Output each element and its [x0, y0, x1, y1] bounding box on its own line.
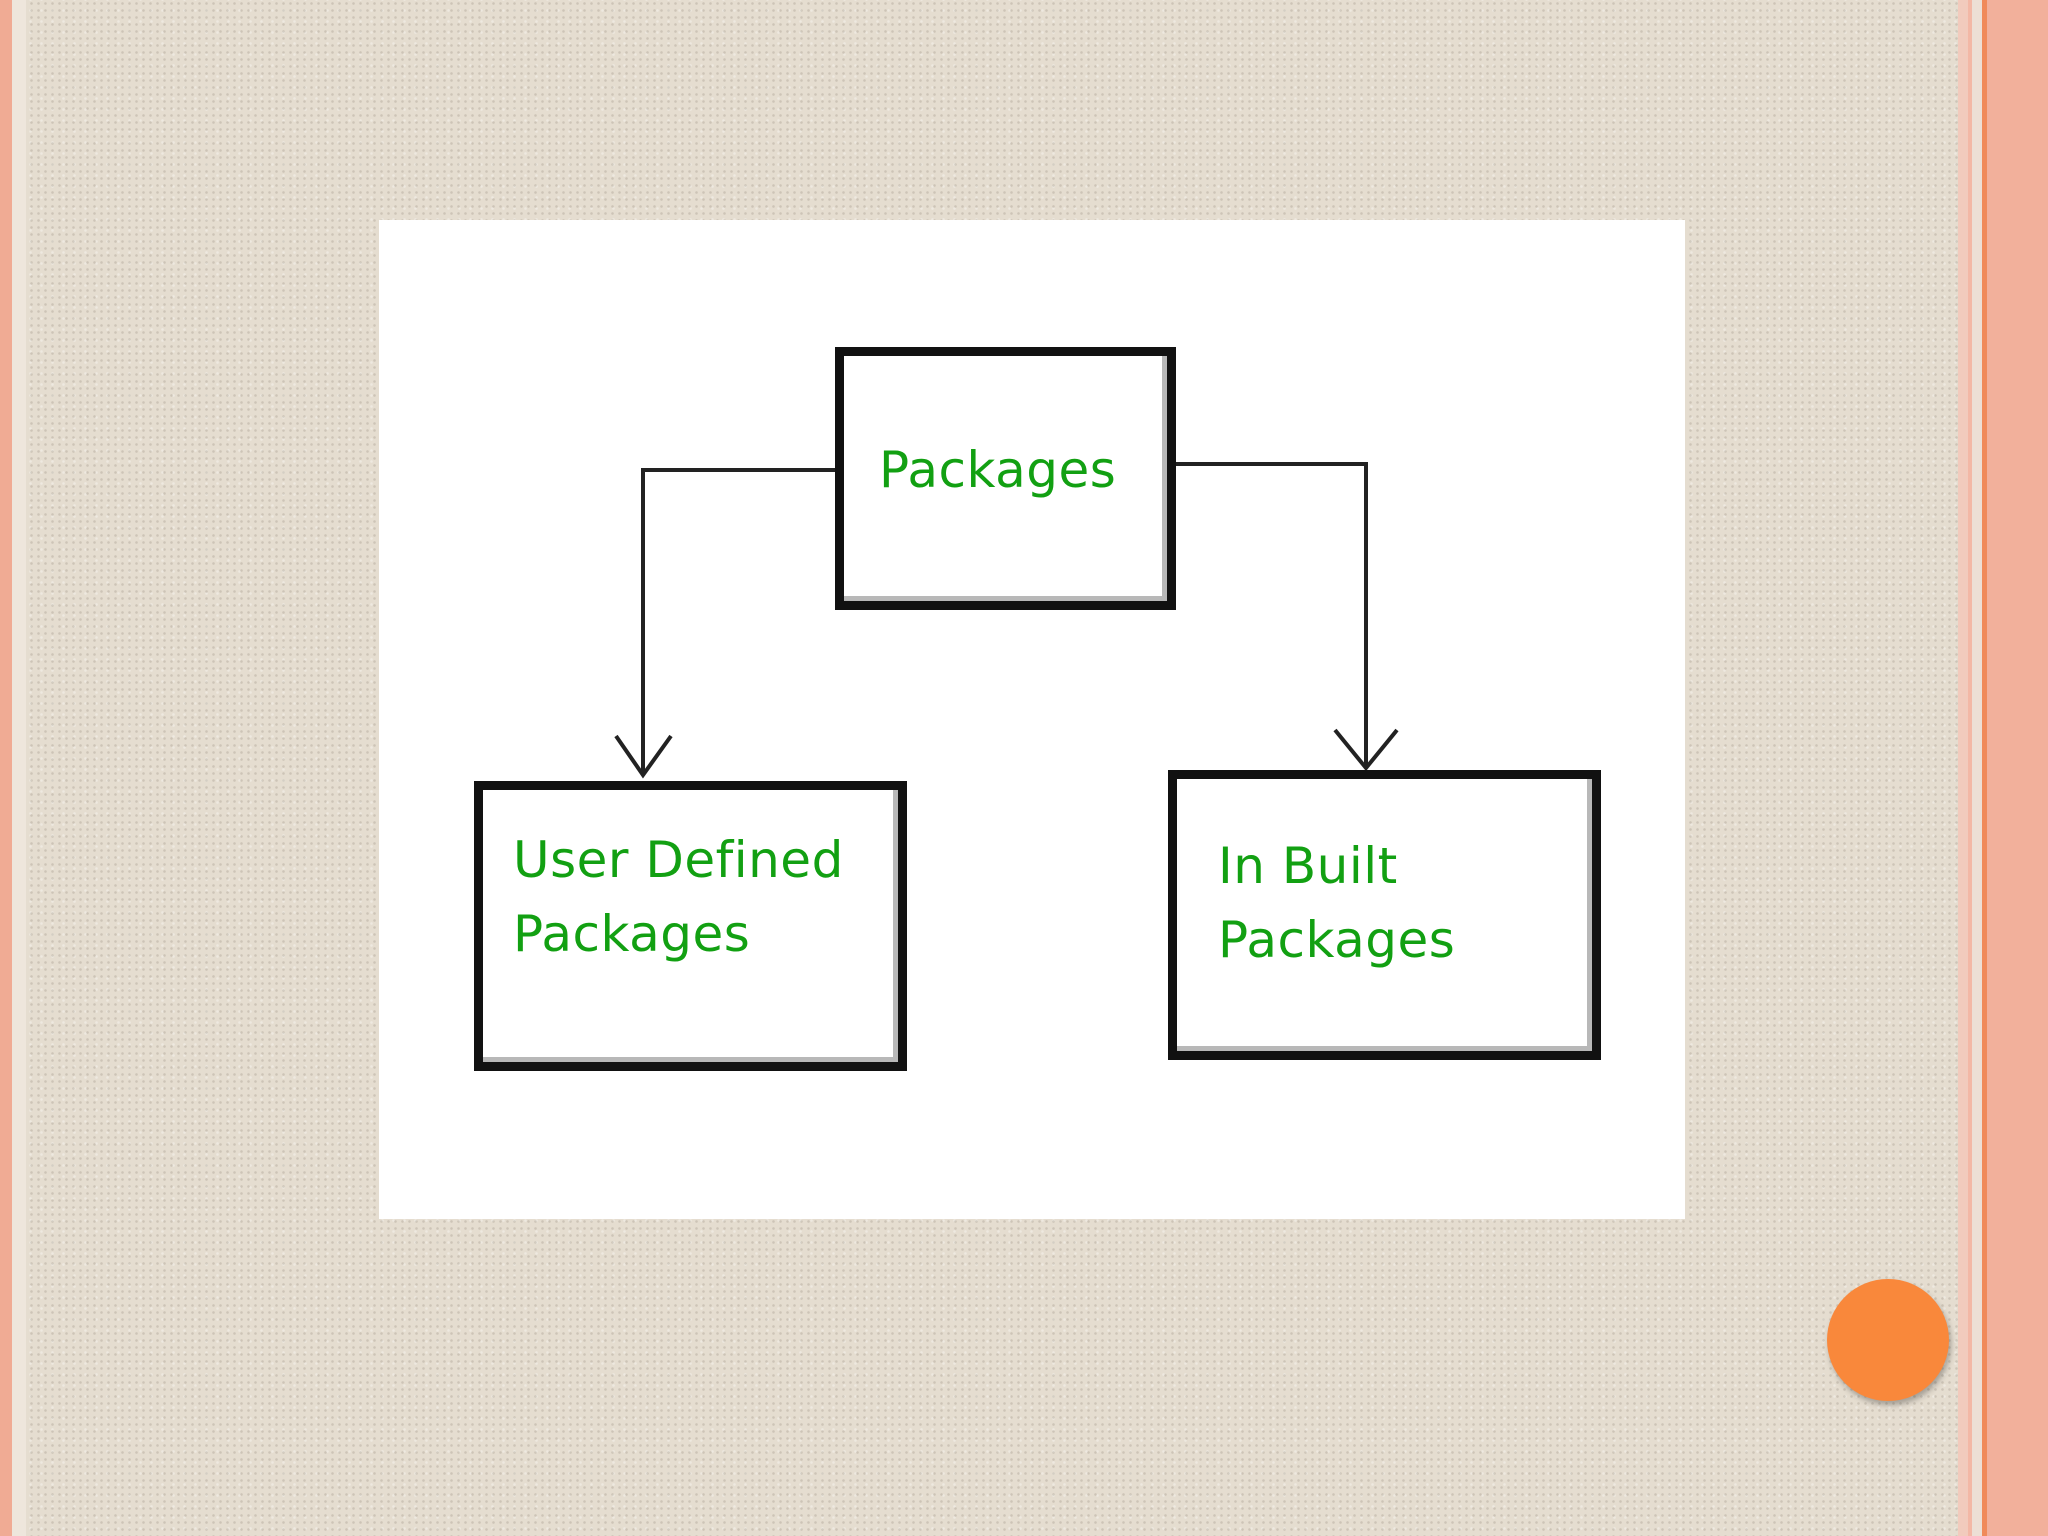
node-in-built-label-line1: In Built — [1218, 837, 1398, 895]
arrowhead-user-defined — [614, 734, 673, 779]
node-packages: Packages — [835, 347, 1176, 610]
connector-layer — [614, 462, 1399, 779]
connector-root-to-user-defined — [641, 468, 835, 775]
slide-left-border — [0, 0, 12, 1536]
node-user-defined-packages: User Defined Packages — [474, 781, 907, 1071]
slide-right-border-line — [1968, 0, 1972, 1536]
node-user-defined-label-line2: Packages — [513, 905, 751, 963]
slide-nav-circle-button[interactable] — [1827, 1279, 1949, 1401]
diagram-image: Packages User Defined Packages In Built … — [379, 220, 1685, 1219]
node-in-built-label-line2: Packages — [1218, 911, 1456, 969]
node-user-defined-label: User Defined Packages — [513, 823, 844, 971]
node-user-defined-label-line1: User Defined — [513, 831, 844, 889]
slide-right-border-light — [1958, 0, 1968, 1536]
slide-right-border — [1987, 0, 2048, 1536]
slide-left-border-inner — [12, 0, 26, 1536]
node-in-built-label: In Built Packages — [1218, 829, 1455, 977]
arrowhead-in-built — [1333, 728, 1399, 772]
slide-right-border-accent — [1982, 0, 1987, 1536]
node-in-built-packages: In Built Packages — [1168, 770, 1601, 1060]
connector-root-to-in-built — [1176, 462, 1368, 768]
node-packages-label: Packages — [879, 441, 1117, 499]
slide-right-border-gap — [1972, 0, 1982, 1536]
